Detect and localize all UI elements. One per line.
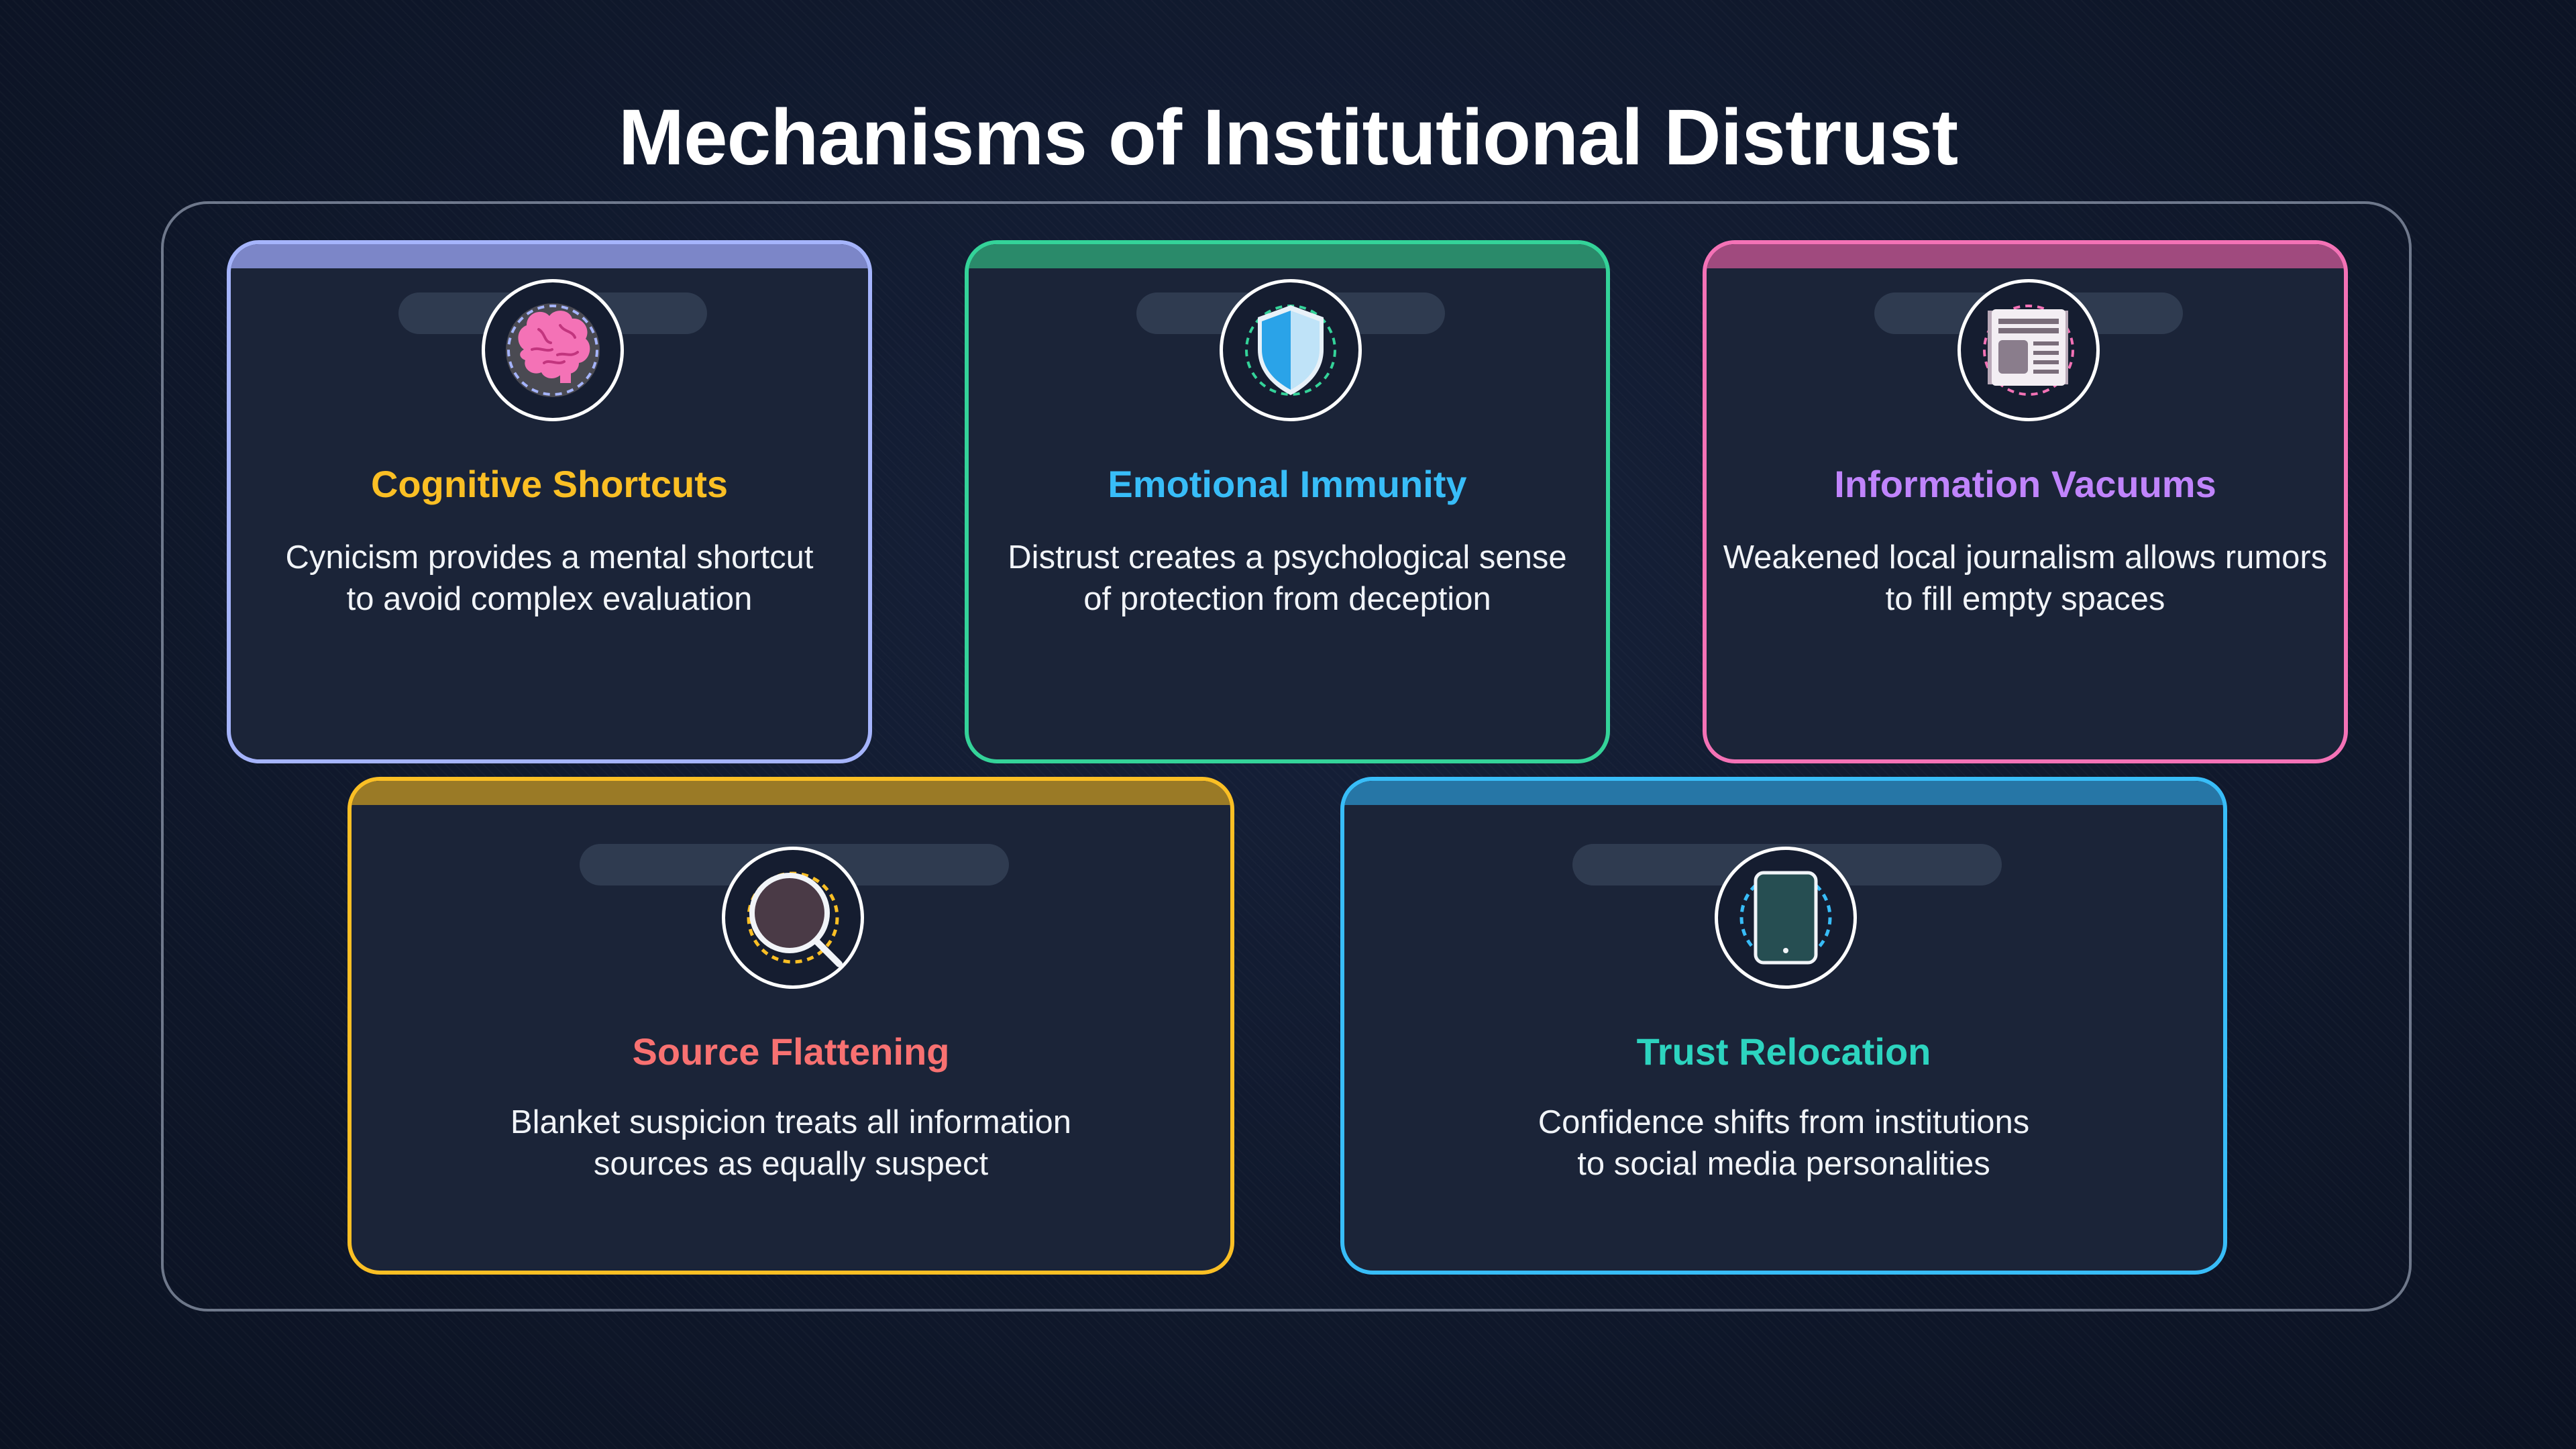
smartphone-icon — [1715, 847, 1857, 989]
card-emotional-immunity: Emotional Immunity Distrust creates a ps… — [965, 240, 1610, 763]
card-description: Blanket suspicion treats all information… — [510, 1104, 1072, 1182]
card-title: Source Flattening — [632, 1030, 950, 1073]
card-title: Emotional Immunity — [1108, 463, 1467, 505]
card-title: Trust Relocation — [1636, 1030, 1931, 1073]
diagram-frame — [161, 201, 2412, 1311]
card-description: Confidence shifts from institutions to s… — [1538, 1104, 2030, 1182]
card-information-vacuums: Information Vacuums Weakened local journ… — [1703, 240, 2348, 763]
card-description: Weakened local journalism allows rumors … — [1723, 539, 2328, 617]
card-source-flattening: Source Flattening Blanket suspicion trea… — [347, 777, 1234, 1275]
magnifying-glass-icon — [722, 847, 864, 989]
card-title: Cognitive Shortcuts — [370, 463, 729, 505]
card-title: Information Vacuums — [1834, 463, 2216, 505]
card-description: Distrust creates a psychological sense o… — [1008, 539, 1567, 617]
card-accent-bar — [1344, 781, 2223, 805]
card-accent-bar — [1707, 244, 2344, 268]
card-accent-bar — [231, 244, 868, 268]
card-trust-relocation: Trust Relocation Confidence shifts from … — [1340, 777, 2227, 1275]
brain-icon — [482, 279, 624, 421]
shield-icon — [1220, 279, 1362, 421]
card-cognitive-shortcuts: Cognitive Shortcuts Cynicism provides a … — [227, 240, 872, 763]
card-description: Cynicism provides a mental shortcut to a… — [285, 539, 814, 617]
card-accent-bar — [352, 781, 1230, 805]
newspaper-icon — [1957, 279, 2100, 421]
page-title: Mechanisms of Institutional Distrust — [618, 93, 1958, 182]
card-accent-bar — [969, 244, 1606, 268]
